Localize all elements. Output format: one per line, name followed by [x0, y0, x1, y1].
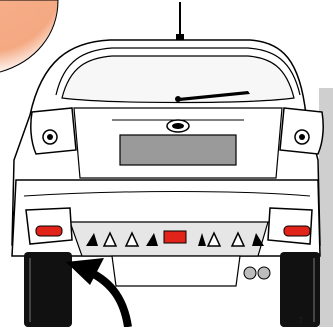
- license-plate: [120, 135, 236, 165]
- reflector-left: [26, 208, 72, 244]
- sun-glow: [0, 0, 58, 72]
- exhaust-pipes: [244, 267, 270, 279]
- tail-light-right: [280, 108, 323, 154]
- tire-left: [24, 252, 72, 327]
- antenna: [176, 2, 184, 40]
- tailgate: [74, 108, 282, 178]
- rear-window: [62, 56, 294, 103]
- page-number: 7: [299, 317, 303, 325]
- fog-light: [164, 231, 186, 243]
- tail-light-left: [31, 108, 76, 154]
- reflector-right: [268, 208, 312, 244]
